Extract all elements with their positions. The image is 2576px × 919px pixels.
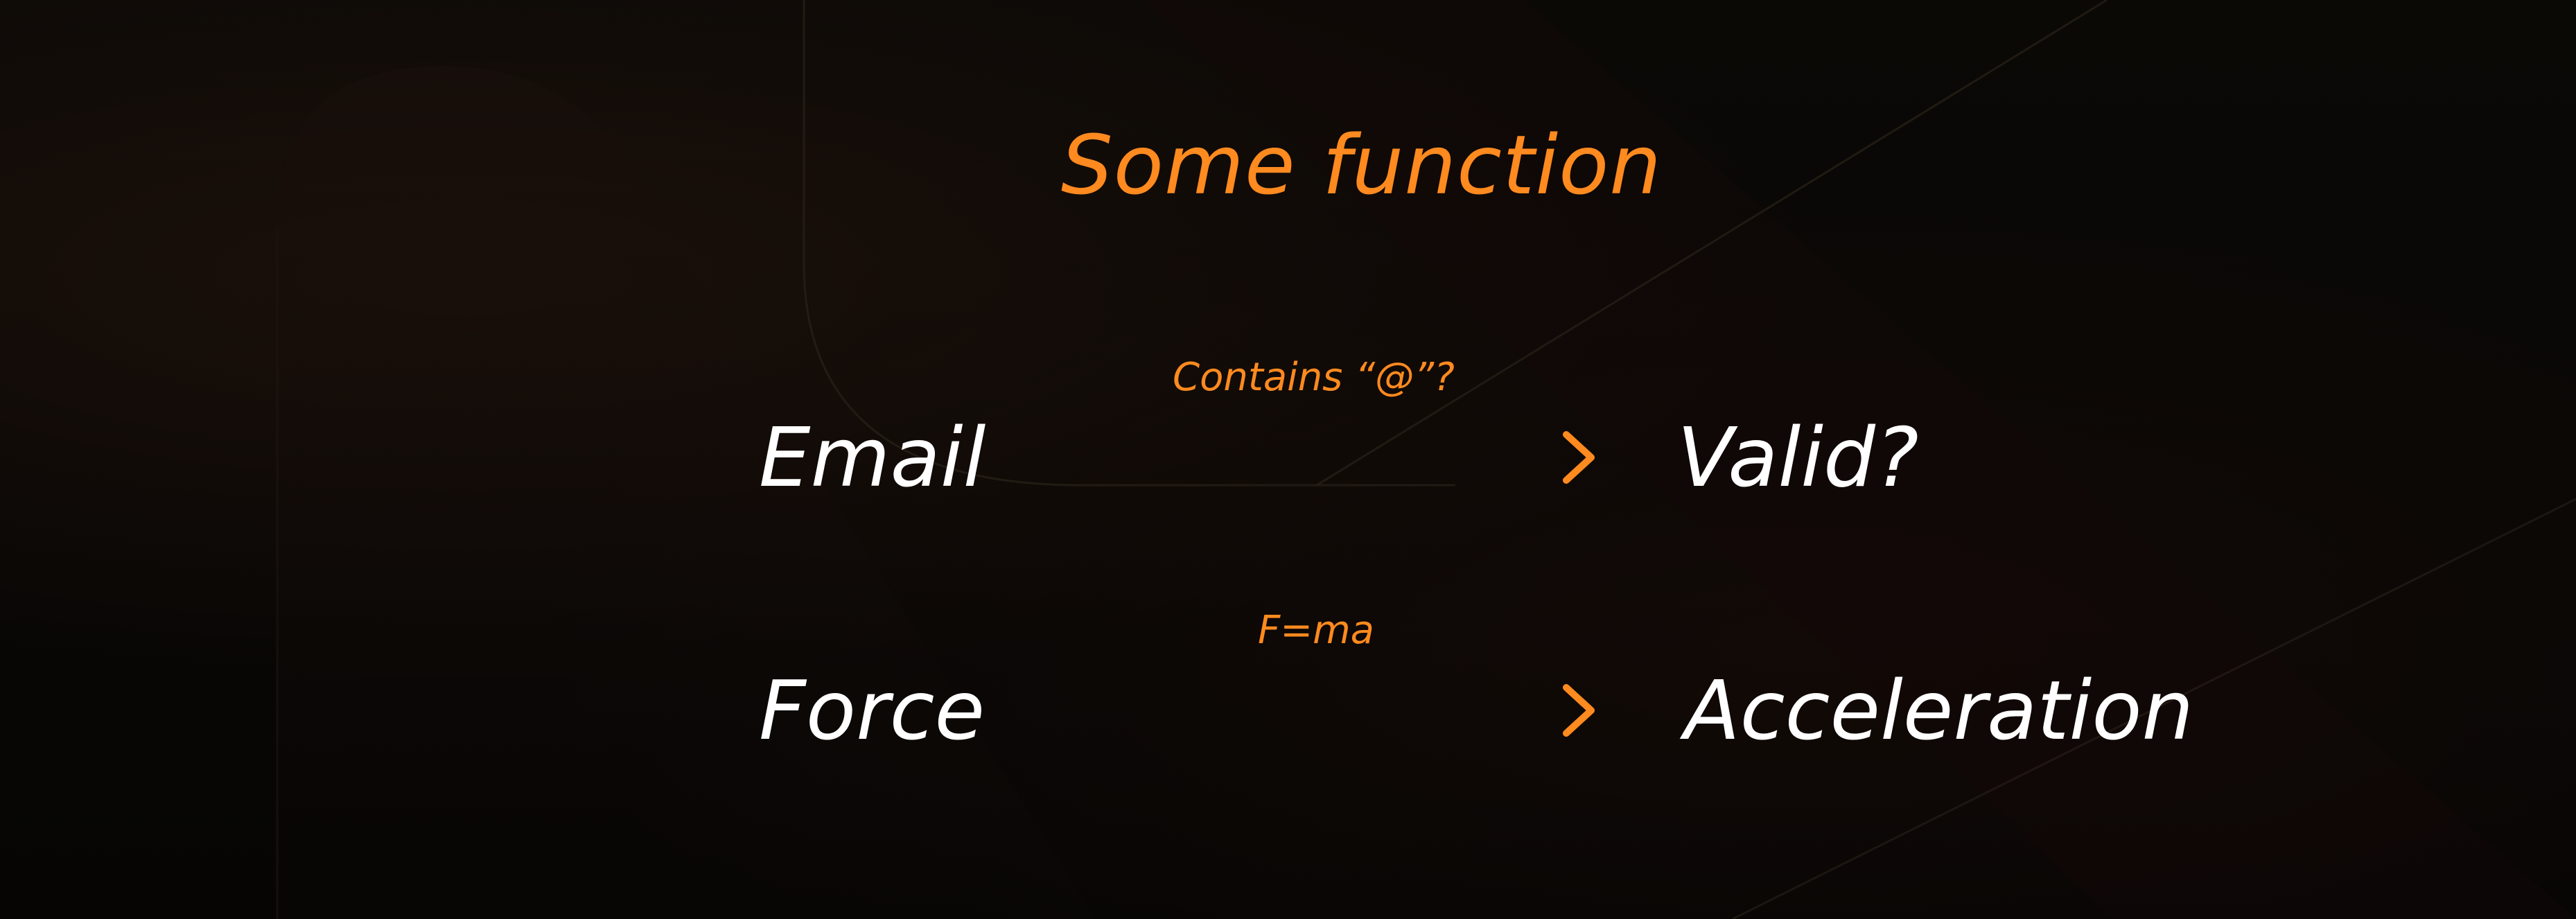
slide-title: Some function [0, 116, 2576, 213]
rule-label: Contains “@”? [1173, 355, 1455, 400]
right-arrow-icon [1033, 426, 1601, 489]
right-arrow-icon [1033, 679, 1601, 742]
output-term: Acceleration [1684, 663, 2194, 758]
input-term: Force [759, 663, 985, 758]
output-term: Valid? [1677, 410, 1919, 505]
rule-label: F=ma [1258, 608, 1374, 653]
input-term: Email [759, 410, 986, 505]
slide-title-text: Some function [1060, 117, 1663, 213]
